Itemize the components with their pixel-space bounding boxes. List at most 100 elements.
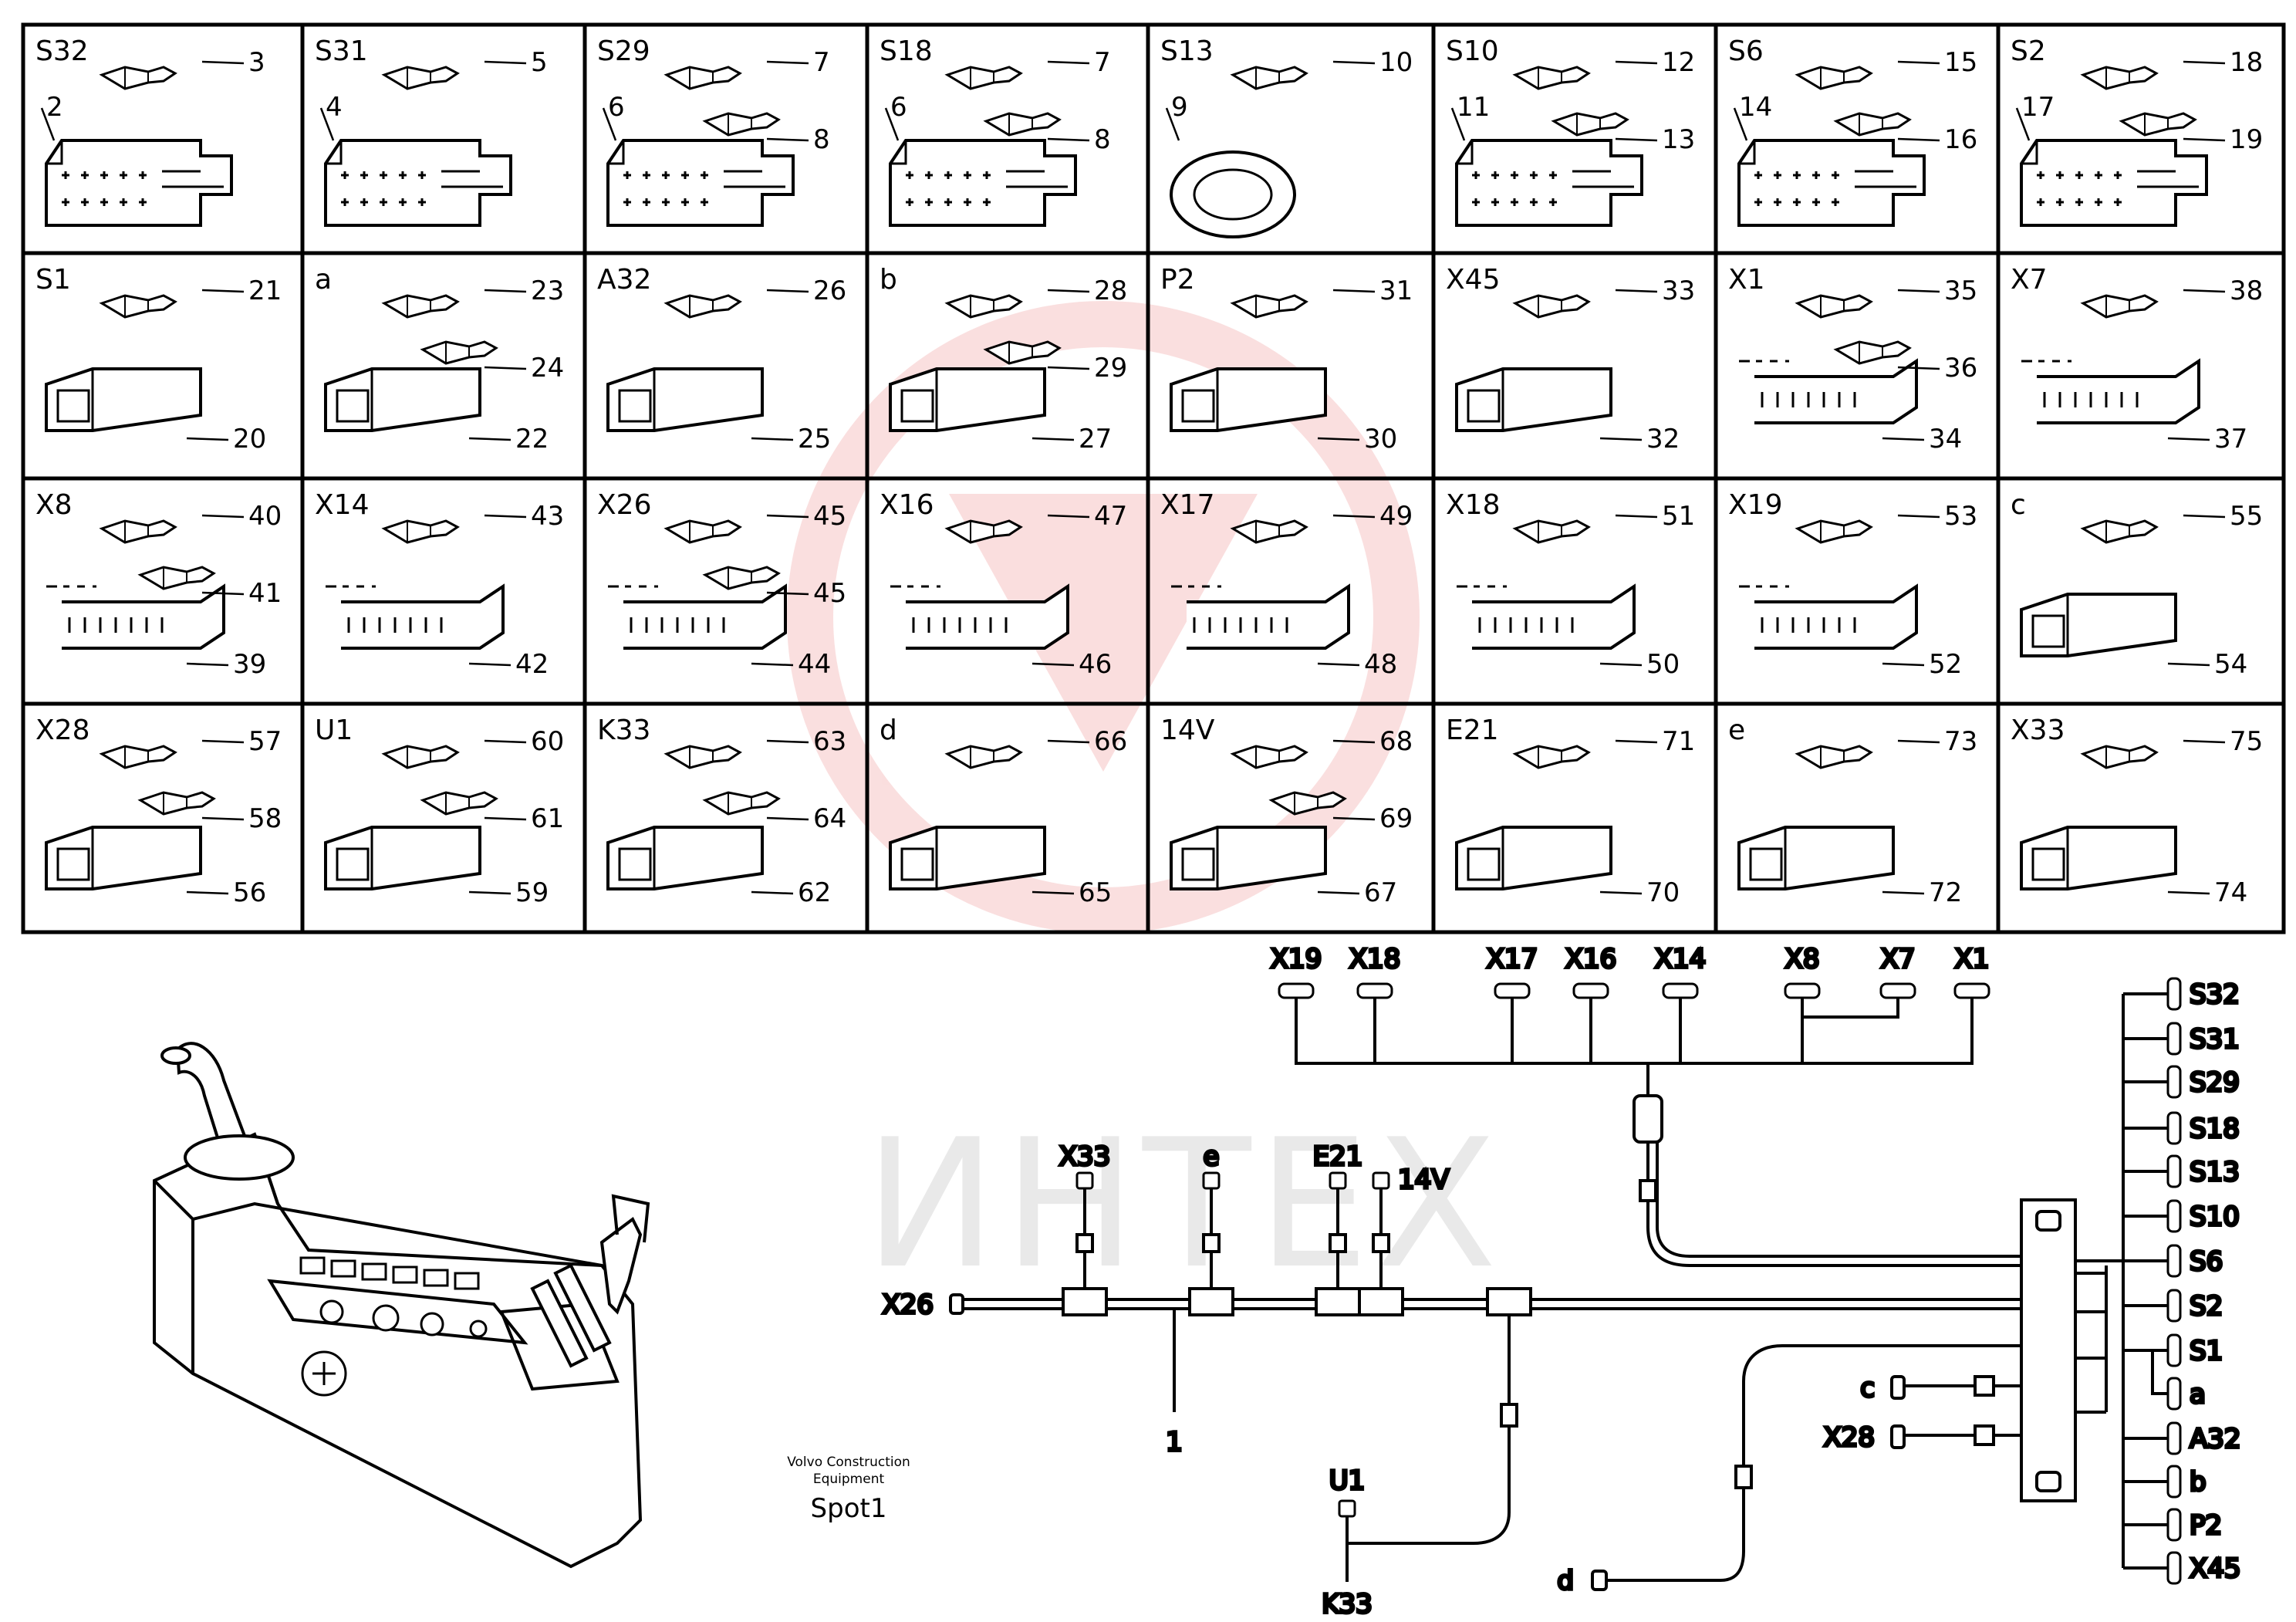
leader-line <box>319 107 335 141</box>
connector-illustration <box>1737 66 1926 227</box>
part-number: 50 <box>1646 649 1680 680</box>
distribution-block <box>2020 1198 2077 1502</box>
cell-title: X17 <box>1160 489 1214 521</box>
connector-illustration <box>1170 66 1308 238</box>
side-connector-label: c <box>1860 1373 1875 1404</box>
terminal-illustration <box>421 340 498 365</box>
terminal-illustration <box>1796 294 1872 319</box>
part-number: 60 <box>531 726 564 757</box>
lower-connector-k33: K33 <box>1320 1587 1374 1621</box>
part-number: 61 <box>531 803 564 834</box>
cell-title: X28 <box>35 715 89 746</box>
part-number: 12 <box>1662 47 1695 78</box>
top-connector-x1: X1 <box>1953 942 1990 999</box>
cell-title: S13 <box>1160 35 1214 67</box>
terminal-illustration <box>704 112 780 137</box>
mid-connector-x33: X33 <box>1058 1140 1112 1316</box>
terminal-illustration <box>100 66 177 90</box>
lower-connector-label: K33 <box>1322 1589 1373 1620</box>
watermark: ИНТЕХ <box>787 301 1503 1308</box>
terminal-illustration <box>665 745 741 769</box>
top-connector-label: X1 <box>1955 944 1990 975</box>
terminal-illustration <box>2082 745 2158 769</box>
top-connector-label: X8 <box>1785 944 1820 975</box>
harness-wire <box>2075 1265 2108 1412</box>
terminal-illustration <box>704 566 780 590</box>
leader-line <box>1317 890 1360 895</box>
harness-wire <box>1656 1142 2021 1258</box>
part-number: 16 <box>1944 124 1977 155</box>
cell-title: S6 <box>1728 35 1764 67</box>
part-number: 35 <box>1944 275 1977 306</box>
connector-illustration <box>2020 745 2177 890</box>
terminal-illustration <box>139 791 215 816</box>
mid-connector-label: 14V <box>1398 1164 1450 1195</box>
part-number: 40 <box>248 501 282 532</box>
cell-title: X8 <box>35 489 73 521</box>
leader-line <box>468 437 512 441</box>
part-number: 57 <box>248 726 282 757</box>
leader-line <box>484 739 527 744</box>
part-number: 22 <box>515 424 549 454</box>
connector-illustration <box>1455 66 1643 227</box>
cell-title: S29 <box>597 35 650 67</box>
leader-line <box>2183 137 2226 142</box>
cell-title: d <box>880 715 897 746</box>
leader-line <box>1599 437 1643 441</box>
leader-line <box>2167 890 2210 895</box>
part-number: 17 <box>2021 92 2055 123</box>
leader-line <box>1882 437 1925 441</box>
right-connector-label: a <box>2190 1379 2206 1410</box>
leader-line <box>201 60 245 65</box>
leader-line <box>1332 60 1376 65</box>
right-connector-label: b <box>2190 1467 2207 1498</box>
part-number: 75 <box>2230 726 2263 757</box>
leader-line <box>1897 366 1940 370</box>
leader-line <box>766 816 809 821</box>
part-number: 74 <box>2214 877 2247 908</box>
right-connector-label: X45 <box>2190 1553 2241 1584</box>
connector-illustration <box>324 294 498 432</box>
top-connector-x18: X18 <box>1348 942 1402 999</box>
leader-line <box>1599 890 1643 895</box>
leader-line <box>1047 60 1090 65</box>
top-connector-x7: X7 <box>1879 942 1916 999</box>
part-number: 73 <box>1944 726 1977 757</box>
leader-line <box>1317 662 1360 667</box>
connector-illustration <box>889 66 1077 227</box>
lower-connector-label: d <box>1557 1566 1574 1597</box>
terminal-illustration <box>1514 66 1590 90</box>
part-number: 25 <box>798 424 831 454</box>
leader-line <box>1615 137 1658 142</box>
leader-line <box>751 662 794 667</box>
right-connector-a: a <box>2151 1350 2207 1411</box>
part-number: 68 <box>1379 726 1413 757</box>
part-number: 38 <box>2230 275 2263 306</box>
terminal-illustration <box>704 791 780 816</box>
leader-line <box>484 366 527 370</box>
sleeve-marker <box>1500 1403 1518 1428</box>
part-number: 8 <box>1094 124 1111 155</box>
cell-title: S32 <box>35 35 89 67</box>
watermark-text: ИНТЕХ <box>864 1102 1503 1308</box>
top-connector-label: X7 <box>1881 944 1916 975</box>
side-connector-x28: X28 <box>1822 1421 2021 1455</box>
part-number: 63 <box>813 726 846 757</box>
leader-line <box>1897 60 1940 65</box>
right-connector-b: b <box>2123 1465 2208 1499</box>
leader-line <box>484 816 527 821</box>
part-number: 29 <box>1094 353 1127 384</box>
terminal-illustration <box>946 745 1022 769</box>
